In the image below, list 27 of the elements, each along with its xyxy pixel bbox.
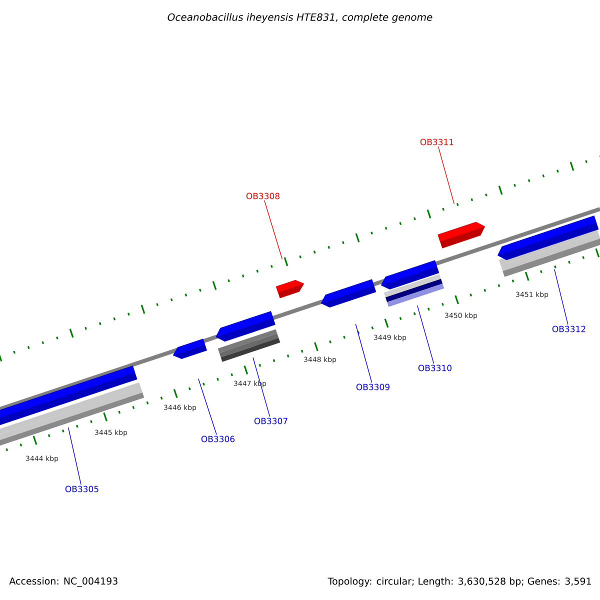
leader-line: [438, 146, 455, 204]
gene-feature: [216, 311, 276, 342]
gene-feature: [498, 216, 599, 260]
gene-feature: [380, 260, 440, 290]
footer-text: Topology: circular; Length: 3,630,528 bp; Genes: 3,591: [328, 577, 591, 587]
leader-line: [68, 427, 82, 485]
gene-feature: [320, 279, 376, 308]
leader-line: [252, 357, 270, 417]
leader-line: [417, 305, 434, 364]
gene-label: OB3311: [420, 138, 454, 146]
gene-label: OB3310: [418, 364, 452, 372]
gene-feature: [438, 222, 486, 248]
leader-line: [554, 268, 568, 325]
gene-feature: [276, 280, 304, 298]
gene-label: OB3309: [356, 384, 390, 390]
gene-label: OB3308: [246, 192, 280, 200]
leader-line: [198, 378, 217, 435]
gene-feature: [172, 338, 208, 359]
gene-label: OB3306: [201, 436, 235, 442]
gene-feature: [0, 366, 138, 426]
leader-line: [264, 200, 283, 260]
title: Oceanobacillus iheyensis HTE831, complete genome: [168, 13, 432, 23]
gene-label: OB3312: [552, 326, 586, 332]
footer-text: Accession: NC_004193: [9, 577, 118, 587]
gene-label: OB3305: [65, 486, 98, 492]
gene-label: OB3307: [254, 418, 288, 424]
leader-line: [355, 324, 372, 383]
